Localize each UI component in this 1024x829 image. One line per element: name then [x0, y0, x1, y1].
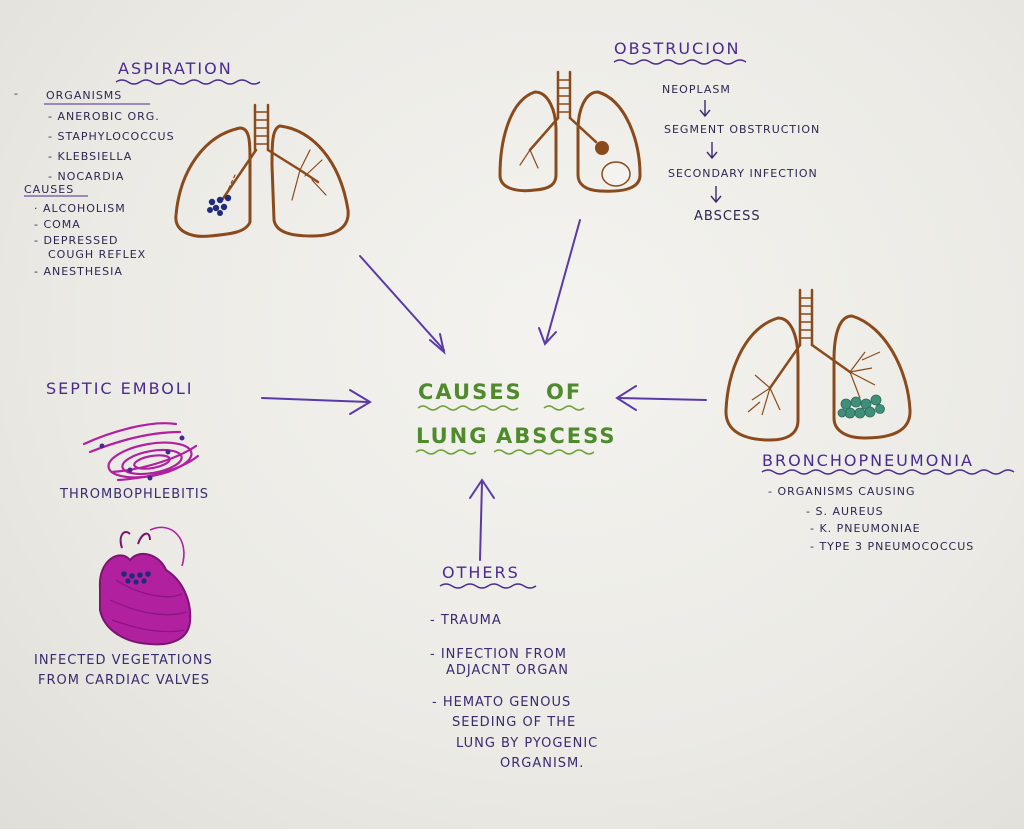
obstruction-step: ABSCESS — [694, 209, 761, 224]
underline-aspiration — [115, 79, 261, 85]
others-item: - HEMATO GENOUS — [432, 695, 572, 710]
neoplasm-mass — [595, 141, 609, 155]
center-title-underlines — [415, 405, 595, 455]
obstruction-step: SEGMENT OBSTRUCTION — [664, 123, 821, 136]
bronchopneumonia-organism: - TYPE 3 PNEUMOCOCCUS — [810, 540, 975, 553]
main-arrows — [261, 219, 707, 561]
aspiration-bullet-mark: - — [14, 87, 19, 100]
aspiration-cause-item: COUGH REFLEX — [48, 248, 147, 261]
underline-bronchopneumonia — [761, 469, 1015, 475]
others-item: SEEDING OF THE — [452, 715, 577, 730]
obstruction-step: SECONDARY INFECTION — [668, 167, 818, 180]
aspiration-organism-item: - STAPHYLOCOCCUS — [48, 130, 175, 143]
arrow-others — [479, 481, 483, 561]
obstruction-step: NEOPLASM — [662, 83, 731, 96]
aspiration-organism-item: - NOCARDIA — [48, 170, 125, 183]
arrowhead-obstruction — [538, 327, 557, 346]
cardiac-vegetation-drawing — [98, 526, 192, 646]
underline-obstruction — [613, 59, 747, 65]
obstruction-flow-arrows — [699, 100, 722, 204]
obstruction-lungs-drawing — [498, 70, 642, 193]
others-item: LUNG BY PYOGENIC — [456, 736, 599, 751]
aspiration-cause-item: - COMA — [34, 218, 81, 231]
arrow-septic-emboli — [261, 397, 369, 403]
center-title-lung: LUNG — [416, 424, 489, 448]
bronchopneumonia-organism: - S. AUREUS — [806, 505, 884, 518]
arrowhead-aspiration — [429, 333, 446, 355]
others-item: - INFECTION FROM — [430, 647, 567, 662]
aspiration-organism-item: - ANEROBIC ORG. — [48, 110, 160, 123]
others-item: ADJACNT ORGAN — [446, 663, 570, 678]
thrombophlebitis-label: THROMBOPHLEBITIS — [60, 487, 209, 502]
septic-emboli-title: SEPTIC EMBOLI — [46, 379, 194, 398]
others-item: - TRAUMA — [430, 613, 502, 628]
arrowhead-septic-emboli — [349, 389, 372, 415]
aspiration-organisms-heading: ORGANISMS — [46, 89, 123, 102]
thrombophlebitis-drawing — [82, 422, 200, 482]
thrombophlebitis-dots — [99, 435, 185, 481]
center-title-of: OF — [546, 380, 583, 404]
center-title-causes: CAUSES — [418, 380, 523, 404]
bronchopneumonia-bronchioles — [747, 351, 881, 416]
aspiration-lungs-drawing — [174, 103, 350, 238]
center-title-abscess: ABSCESS — [496, 424, 617, 448]
bronchopneumonia-title: BRONCHOPNEUMONIA — [762, 451, 974, 470]
underline-others — [439, 583, 537, 589]
arrowhead-bronchopneumonia — [615, 385, 637, 411]
bronchopneumonia-heading: - ORGANISMS CAUSING — [768, 485, 916, 498]
arrow-obstruction — [545, 219, 581, 343]
arrow-aspiration — [359, 255, 445, 351]
heading-underlines — [24, 59, 1015, 589]
aspiration-plug-dots — [207, 194, 232, 216]
vegetation-label-line2: FROM CARDIAC VALVES — [38, 673, 210, 688]
bronchopneumonia-organism: - K. PNEUMONIAE — [810, 522, 921, 535]
bronchopneumonia-lungs-drawing — [724, 288, 912, 442]
aspiration-cause-item: - DEPRESSED — [34, 234, 119, 247]
bronchopneumonia-consolidation — [837, 394, 885, 419]
arrow-bronchopneumonia — [617, 397, 707, 401]
aspiration-causes-heading: CAUSES — [24, 183, 75, 196]
vegetation-label-line1: INFECTED VEGETATIONS — [34, 653, 213, 668]
aspiration-title: ASPIRATION — [118, 59, 233, 78]
arrowhead-others — [469, 478, 495, 499]
others-title: OTHERS — [442, 563, 520, 582]
obstruction-title: OBSTRUCION — [614, 39, 741, 58]
aspiration-cause-item: - ANESTHESIA — [34, 265, 123, 278]
others-item: ORGANISM. — [500, 756, 585, 771]
obstruction-abscess-cavity — [601, 161, 631, 187]
aspiration-cause-item: · ALCOHOLISM — [34, 202, 126, 215]
aspiration-organism-item: - KLEBSIELLA — [48, 150, 133, 163]
